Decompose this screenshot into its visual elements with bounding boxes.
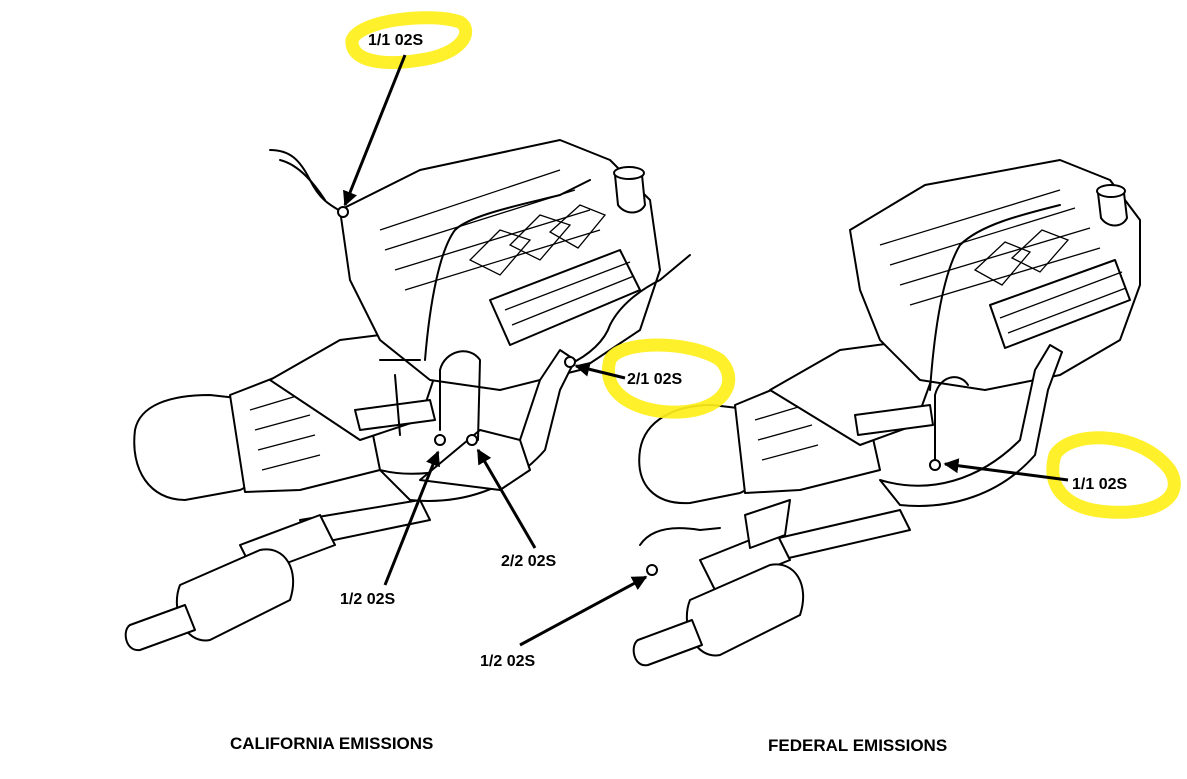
label-cal-11: 1/1 02S xyxy=(368,32,423,49)
highlight-cal-11 xyxy=(345,11,473,69)
highlight-marks xyxy=(345,11,1181,519)
federal-engine-drawing xyxy=(632,159,1141,667)
callout-labels: 1/1 02S 2/1 02S 2/2 02S 1/2 02S 1/1 02S … xyxy=(340,32,1127,670)
arrow-cal-22 xyxy=(476,448,537,549)
callout-arrows xyxy=(343,54,1069,647)
highlight-cal-21 xyxy=(601,338,736,419)
highlight-fed-11 xyxy=(1046,431,1181,519)
caption-california: CALIFORNIA EMISSIONS xyxy=(230,734,433,753)
arrow-fed-12 xyxy=(519,575,648,647)
california-engine-drawing xyxy=(124,139,691,652)
label-fed-11: 1/1 02S xyxy=(1072,476,1127,493)
arrow-cal-21 xyxy=(574,361,626,380)
label-cal-12: 1/2 02S xyxy=(340,591,395,608)
caption-federal: FEDERAL EMISSIONS xyxy=(768,736,947,755)
arrow-cal-12 xyxy=(383,450,440,586)
label-fed-12: 1/2 02S xyxy=(480,653,535,670)
arrow-fed-11 xyxy=(943,458,1069,482)
label-cal-22: 2/2 02S xyxy=(501,553,556,570)
label-cal-21: 2/1 02S xyxy=(627,371,682,388)
arrow-cal-11 xyxy=(343,54,407,207)
